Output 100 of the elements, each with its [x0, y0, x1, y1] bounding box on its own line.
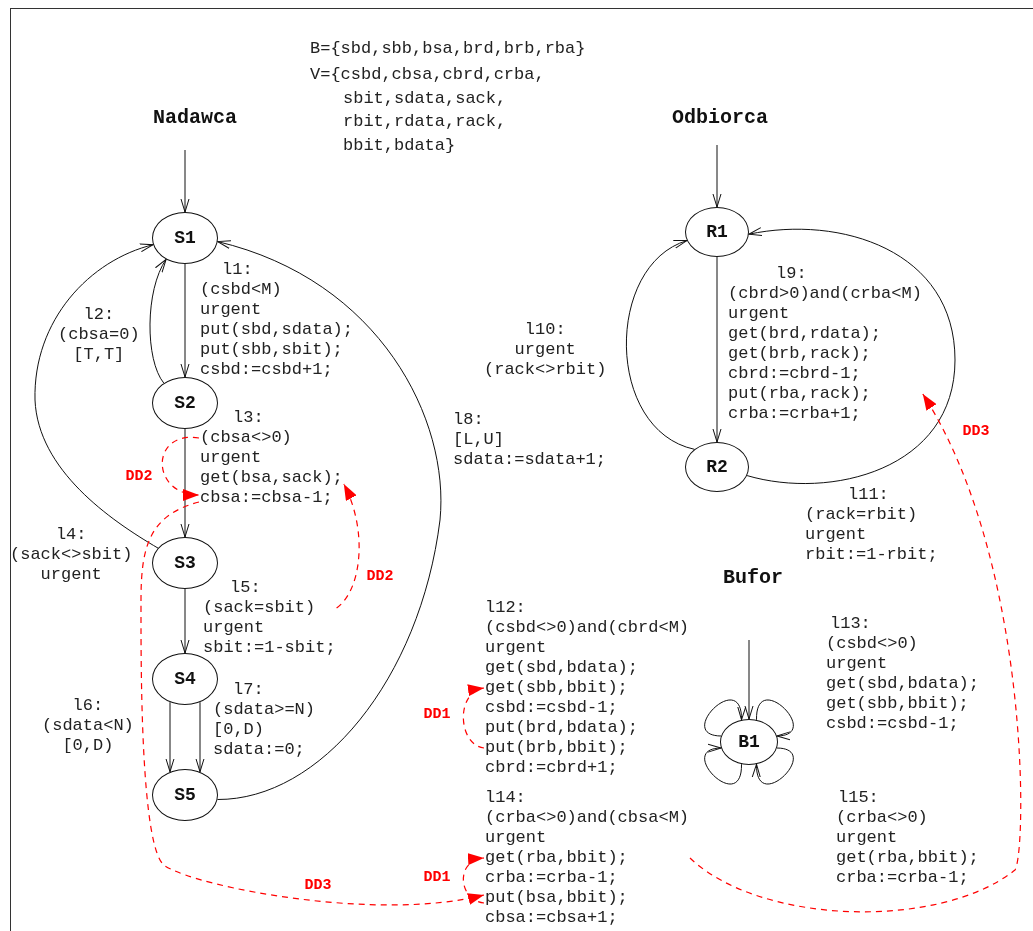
arrow: [217, 241, 442, 800]
loop-arrow: [704, 745, 742, 785]
transition-text: (cbsa=0): [58, 325, 140, 345]
transition-text: get(bsa,sack);: [200, 468, 343, 488]
transition-text: cbrd:=cbrd-1;: [728, 364, 861, 384]
transition-name: l15:: [838, 788, 879, 808]
transition-text: put(brd,bdata);: [485, 718, 639, 738]
transition-text: urgent: [200, 448, 262, 468]
transition-text: get(brb,rack);: [728, 344, 871, 364]
transition-text: [T,T]: [73, 345, 125, 365]
dashed-arrow: [140, 501, 485, 906]
set-definition-text: V={csbd,cbsa,cbrd,crba, sbit,sdata,sack, rbit,rdata,rack, bbit,bdata}: [310, 64, 545, 157]
state-ellipse: S4: [152, 653, 218, 705]
transition-text: urgent: [485, 638, 547, 658]
transition-text: cbsa:=cbsa+1;: [485, 908, 618, 928]
transition-text: put(rba,rack);: [728, 384, 871, 404]
arrow: [180, 149, 190, 213]
transition-name: l3:: [233, 408, 264, 428]
transition-name: l13:: [830, 614, 871, 634]
transition-name: l2:: [83, 305, 115, 325]
transition-name: l10:: [524, 320, 566, 340]
transition-text: put(sbd,sdata);: [200, 320, 354, 340]
transition-name: l5:: [230, 578, 261, 598]
arrow: [180, 428, 190, 538]
transition-text: get(rba,bbit);: [836, 848, 979, 868]
dashed-arrow: [689, 393, 1022, 913]
arrow: [34, 244, 159, 549]
transition-text: get(sbd,bdata);: [485, 658, 639, 678]
dashed-arrow: [161, 436, 200, 500]
arrow: [180, 588, 190, 654]
loop-arrow: [753, 747, 794, 785]
transition-text: get(sbd,bdata);: [826, 674, 980, 694]
transition-text: crba:=crba+1;: [728, 404, 861, 424]
transition-text: (cbrd>0)and(crba<M): [728, 284, 922, 304]
transition-text: sdata:=sdata+1;: [453, 450, 607, 470]
state-ellipse: R1: [685, 207, 749, 257]
transition-name: l14:: [485, 788, 526, 808]
transition-text: cbsa:=cbsa-1;: [200, 488, 333, 508]
transition-name: l12:: [485, 598, 526, 618]
state-ellipse: B1: [720, 719, 778, 765]
transition-text: crba:=crba-1;: [485, 868, 618, 888]
transition-text: (csbd<>0): [826, 634, 918, 654]
transition-text: urgent: [485, 828, 547, 848]
transition-name: l9:: [776, 264, 807, 284]
arrow: [712, 144, 722, 208]
transition-text: (cbsa<>0): [200, 428, 292, 448]
transition-text: csbd:=csbd+1;: [200, 360, 333, 380]
transition-text: urgent: [728, 304, 790, 324]
automaton-title: Bufor: [723, 568, 783, 588]
arrow: [165, 701, 175, 773]
transition-text: [0,D): [213, 720, 264, 740]
transition-text: get(sbb,bbit);: [485, 678, 628, 698]
state-ellipse: S2: [152, 377, 218, 429]
transition-text: (sack<>sbit): [10, 545, 133, 565]
transition-name: l8:: [453, 410, 484, 430]
dashed-arrow: [462, 686, 485, 749]
transition-text: (sack=sbit): [203, 598, 316, 618]
transition-text: get(rba,bbit);: [485, 848, 628, 868]
transition-text: (crba<>0)and(cbsa<M): [485, 808, 690, 828]
transition-name: l4:: [55, 525, 87, 545]
transition-text: rbit:=1-rbit;: [805, 545, 938, 565]
transition-text: (sdata<N): [42, 716, 134, 736]
transition-text: sdata:=0;: [213, 740, 305, 760]
transition-name: l1:: [222, 260, 253, 280]
state-ellipse: S5: [152, 769, 218, 821]
arrow: [180, 263, 190, 378]
set-definition-text: B={sbd,sbb,bsa,brd,brb,rba}: [310, 39, 586, 59]
transition-text: urgent: [826, 654, 888, 674]
transition-text: csbd:=csbd-1;: [485, 698, 618, 718]
transition-text: urgent: [203, 618, 265, 638]
transition-text: get(brd,rdata);: [728, 324, 882, 344]
dashed-arrow: [336, 483, 360, 609]
transition-text: crba:=crba-1;: [836, 868, 969, 888]
transition-text: urgent: [40, 565, 102, 585]
state-ellipse: R2: [685, 442, 749, 492]
transition-text: put(brb,bbit);: [485, 738, 628, 758]
transition-text: put(sbb,sbit);: [200, 340, 343, 360]
transition-text: (csbd<>0)and(cbrd<M): [485, 618, 690, 638]
transition-name: l11:: [848, 485, 889, 505]
transition-text: [0,D): [62, 736, 114, 756]
arrow: [746, 227, 956, 484]
transition-text: urgent: [836, 828, 898, 848]
transition-text: (crba<>0): [836, 808, 928, 828]
transition-text: (rack<>rbit): [484, 360, 607, 380]
state-ellipse: S3: [152, 537, 218, 589]
transition-text: urgent: [805, 525, 867, 545]
transition-text: urgent: [514, 340, 576, 360]
loop-arrow: [756, 699, 794, 739]
arrow: [149, 258, 167, 384]
transition-name: l7:: [233, 680, 264, 700]
transition-text: get(sbb,bbit);: [826, 694, 969, 714]
dashed-arrow: [462, 855, 485, 904]
arrow: [712, 256, 722, 443]
transition-name: l6:: [72, 696, 104, 716]
state-ellipse: S1: [152, 212, 218, 264]
automaton-title: Odbiorca: [672, 108, 768, 128]
transition-text: [L,U]: [453, 430, 504, 450]
loop-arrow: [704, 699, 745, 737]
automaton-title: Nadawca: [153, 108, 237, 128]
transition-text: cbrd:=cbrd+1;: [485, 758, 618, 778]
